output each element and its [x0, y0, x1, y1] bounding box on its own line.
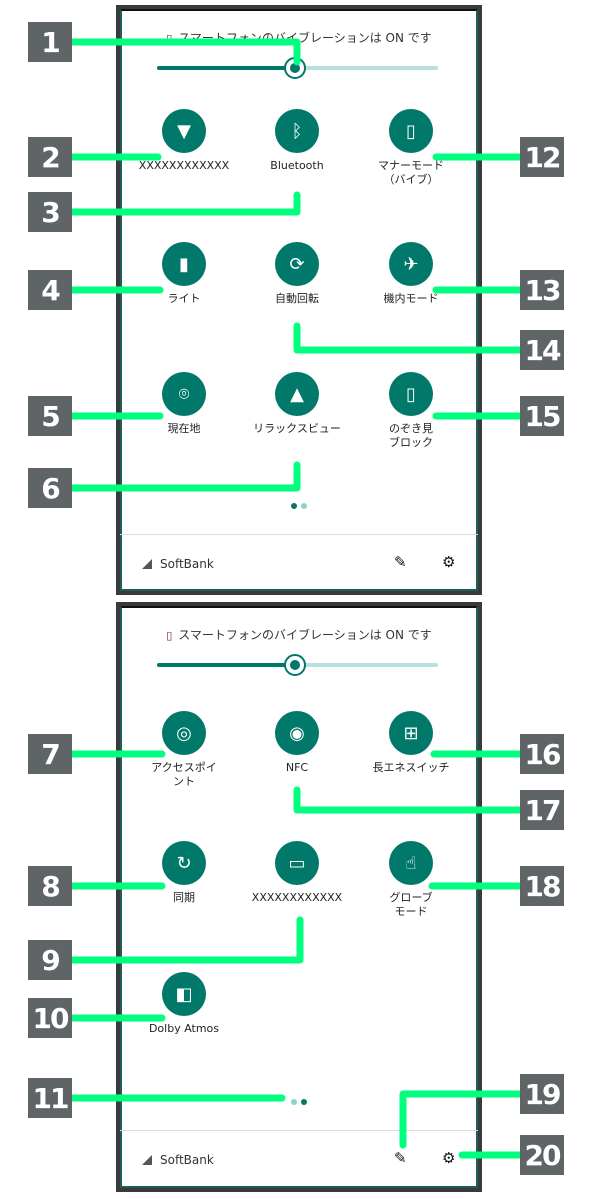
edit-button[interactable]: ✎ — [394, 1149, 407, 1167]
callout-8: 8 — [28, 866, 72, 906]
carrier: SoftBank — [142, 557, 214, 571]
callout-7: 7 — [28, 734, 72, 774]
brightness-slider[interactable] — [157, 57, 438, 79]
tile-nfc[interactable]: ◉NFC — [241, 711, 353, 775]
callout-1: 1 — [28, 22, 72, 62]
lamp-icon: ▲ — [275, 372, 319, 416]
quick-settings-panel-page2: ▯スマートフォンのバイブレーションは ON です ◎アクセスポイント ◉NFC … — [116, 602, 482, 1192]
tile-auto-rotate[interactable]: ⟳自動回転 — [241, 242, 353, 306]
cast-icon: ▭ — [275, 841, 319, 885]
tile-wifi[interactable]: ▼XXXXXXXXXXXX — [128, 109, 240, 173]
airplane-icon: ✈ — [389, 242, 433, 286]
callout-16: 16 — [520, 734, 564, 774]
divider — [120, 1130, 478, 1131]
glove-icon: ☝ — [389, 841, 433, 885]
callout-13: 13 — [520, 270, 564, 310]
callout-9: 9 — [28, 940, 72, 980]
gear-icon: ⚙ — [442, 553, 456, 571]
tile-relax-view[interactable]: ▲リラックスビュー — [251, 372, 343, 436]
tile-cast[interactable]: ▭XXXXXXXXXXXX — [241, 841, 353, 905]
vibration-status: ▯スマートフォンのバイブレーションは ON です — [166, 31, 432, 45]
tile-dolby-atmos[interactable]: ◧Dolby Atmos — [128, 972, 240, 1036]
callout-10: 10 — [28, 998, 72, 1038]
callout-5: 5 — [28, 396, 72, 436]
tile-location[interactable]: ⌾現在地 — [128, 372, 240, 436]
page-indicator — [120, 503, 478, 509]
callout-6: 6 — [28, 468, 72, 508]
flashlight-icon: ▮ — [162, 242, 206, 286]
vibrate-icon: ▯ — [389, 109, 433, 153]
nfc-icon: ◉ — [275, 711, 319, 755]
location-icon: ⌾ — [162, 372, 206, 416]
footer: SoftBank ✎ ⚙ — [120, 545, 478, 585]
divider — [120, 534, 478, 535]
rotate-icon: ⟳ — [275, 242, 319, 286]
tile-sync[interactable]: ↻同期 — [128, 841, 240, 905]
callout-14: 14 — [520, 330, 564, 370]
tile-access-point[interactable]: ◎アクセスポイント — [128, 711, 240, 789]
bluetooth-icon: ᛒ — [275, 109, 319, 153]
callout-20: 20 — [520, 1135, 564, 1175]
brightness-slider[interactable] — [157, 654, 438, 676]
vibration-status: ▯スマートフォンのバイブレーションは ON です — [166, 628, 432, 642]
page-indicator — [120, 1099, 478, 1105]
hotspot-icon: ◎ — [162, 711, 206, 755]
dolby-icon: ◧ — [162, 972, 206, 1016]
privacy-icon: ▯ — [389, 372, 433, 416]
tile-airplane-mode[interactable]: ✈機内モード — [355, 242, 467, 306]
callout-17: 17 — [520, 790, 564, 830]
wifi-icon: ▼ — [162, 109, 206, 153]
carrier: SoftBank — [142, 1153, 214, 1167]
vibrate-icon: ▯ — [166, 629, 173, 642]
callout-12: 12 — [520, 137, 564, 177]
callout-15: 15 — [520, 396, 564, 436]
tile-manner-mode[interactable]: ▯マナーモード （バイブ） — [355, 109, 467, 187]
edit-button[interactable]: ✎ — [394, 553, 407, 571]
callout-19: 19 — [520, 1074, 564, 1114]
quick-settings-panel-page1: ▯スマートフォンのバイブレーションは ON です ▼XXXXXXXXXXXX ᛒ… — [116, 5, 482, 595]
pencil-icon: ✎ — [394, 1149, 407, 1167]
settings-button[interactable]: ⚙ — [442, 1149, 455, 1167]
battery-icon: ⊞ — [389, 711, 433, 755]
tile-privacy-block[interactable]: ▯のぞき見 ブロック — [355, 372, 467, 450]
brightness-thumb[interactable] — [283, 57, 306, 79]
callout-11: 11 — [28, 1078, 72, 1118]
settings-button[interactable]: ⚙ — [442, 553, 455, 571]
callout-3: 3 — [28, 192, 72, 232]
brightness-thumb[interactable] — [283, 654, 306, 676]
signal-icon — [142, 559, 152, 569]
pencil-icon: ✎ — [394, 553, 407, 571]
vibrate-icon: ▯ — [166, 32, 173, 45]
tile-flashlight[interactable]: ▮ライト — [128, 242, 240, 306]
tile-long-energy-switch[interactable]: ⊞長エネスイッチ — [355, 711, 467, 775]
callout-2: 2 — [28, 137, 72, 177]
callout-18: 18 — [520, 866, 564, 906]
sync-icon: ↻ — [162, 841, 206, 885]
callout-4: 4 — [28, 270, 72, 310]
tile-glove-mode[interactable]: ☝グローブ モード — [355, 841, 467, 919]
signal-icon — [142, 1155, 152, 1165]
footer: SoftBank ✎ ⚙ — [120, 1141, 478, 1181]
gear-icon: ⚙ — [442, 1149, 456, 1167]
